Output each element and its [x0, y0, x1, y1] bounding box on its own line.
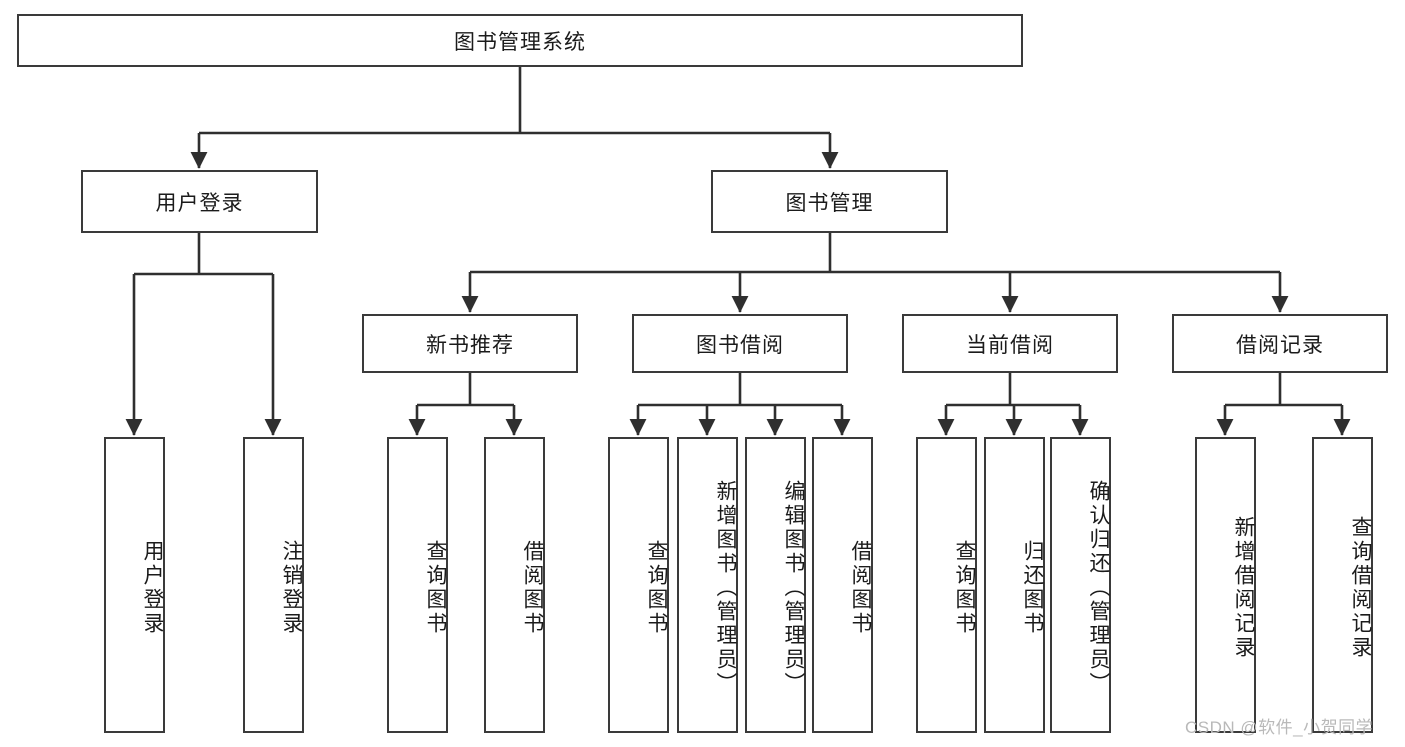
- node-leaf-borrow-books-recommend[interactable]: 借阅图书: [484, 437, 545, 733]
- node-current-borrow[interactable]: 当前借阅: [902, 314, 1118, 373]
- watermark-text: CSDN @软件_小贺同学: [1185, 718, 1374, 737]
- node-leaf-query-books-borrow[interactable]: 查询图书: [608, 437, 669, 733]
- node-borrow-records[interactable]: 借阅记录: [1172, 314, 1388, 373]
- node-new-book-recommend[interactable]: 新书推荐: [362, 314, 578, 373]
- node-book-management[interactable]: 图书管理: [711, 170, 948, 233]
- node-user-login[interactable]: 用户登录: [81, 170, 318, 233]
- node-leaf-add-book-admin[interactable]: 新增图书（管理员）: [677, 437, 738, 733]
- node-book-borrow[interactable]: 图书借阅: [632, 314, 848, 373]
- node-leaf-query-books-recommend[interactable]: 查询图书: [387, 437, 448, 733]
- node-leaf-query-borrow-record[interactable]: 查询借阅记录: [1312, 437, 1373, 733]
- node-leaf-query-books-current[interactable]: 查询图书: [916, 437, 977, 733]
- node-leaf-return-books[interactable]: 归还图书: [984, 437, 1045, 733]
- node-leaf-edit-book-admin[interactable]: 编辑图书（管理员）: [745, 437, 806, 733]
- node-leaf-add-borrow-record[interactable]: 新增借阅记录: [1195, 437, 1256, 733]
- node-leaf-borrow-books[interactable]: 借阅图书: [812, 437, 873, 733]
- node-root-system[interactable]: 图书管理系统: [17, 14, 1023, 67]
- node-leaf-confirm-return-admin[interactable]: 确认归还（管理员）: [1050, 437, 1111, 733]
- node-leaf-user-login[interactable]: 用户登录: [104, 437, 165, 733]
- node-leaf-logout-login[interactable]: 注销登录: [243, 437, 304, 733]
